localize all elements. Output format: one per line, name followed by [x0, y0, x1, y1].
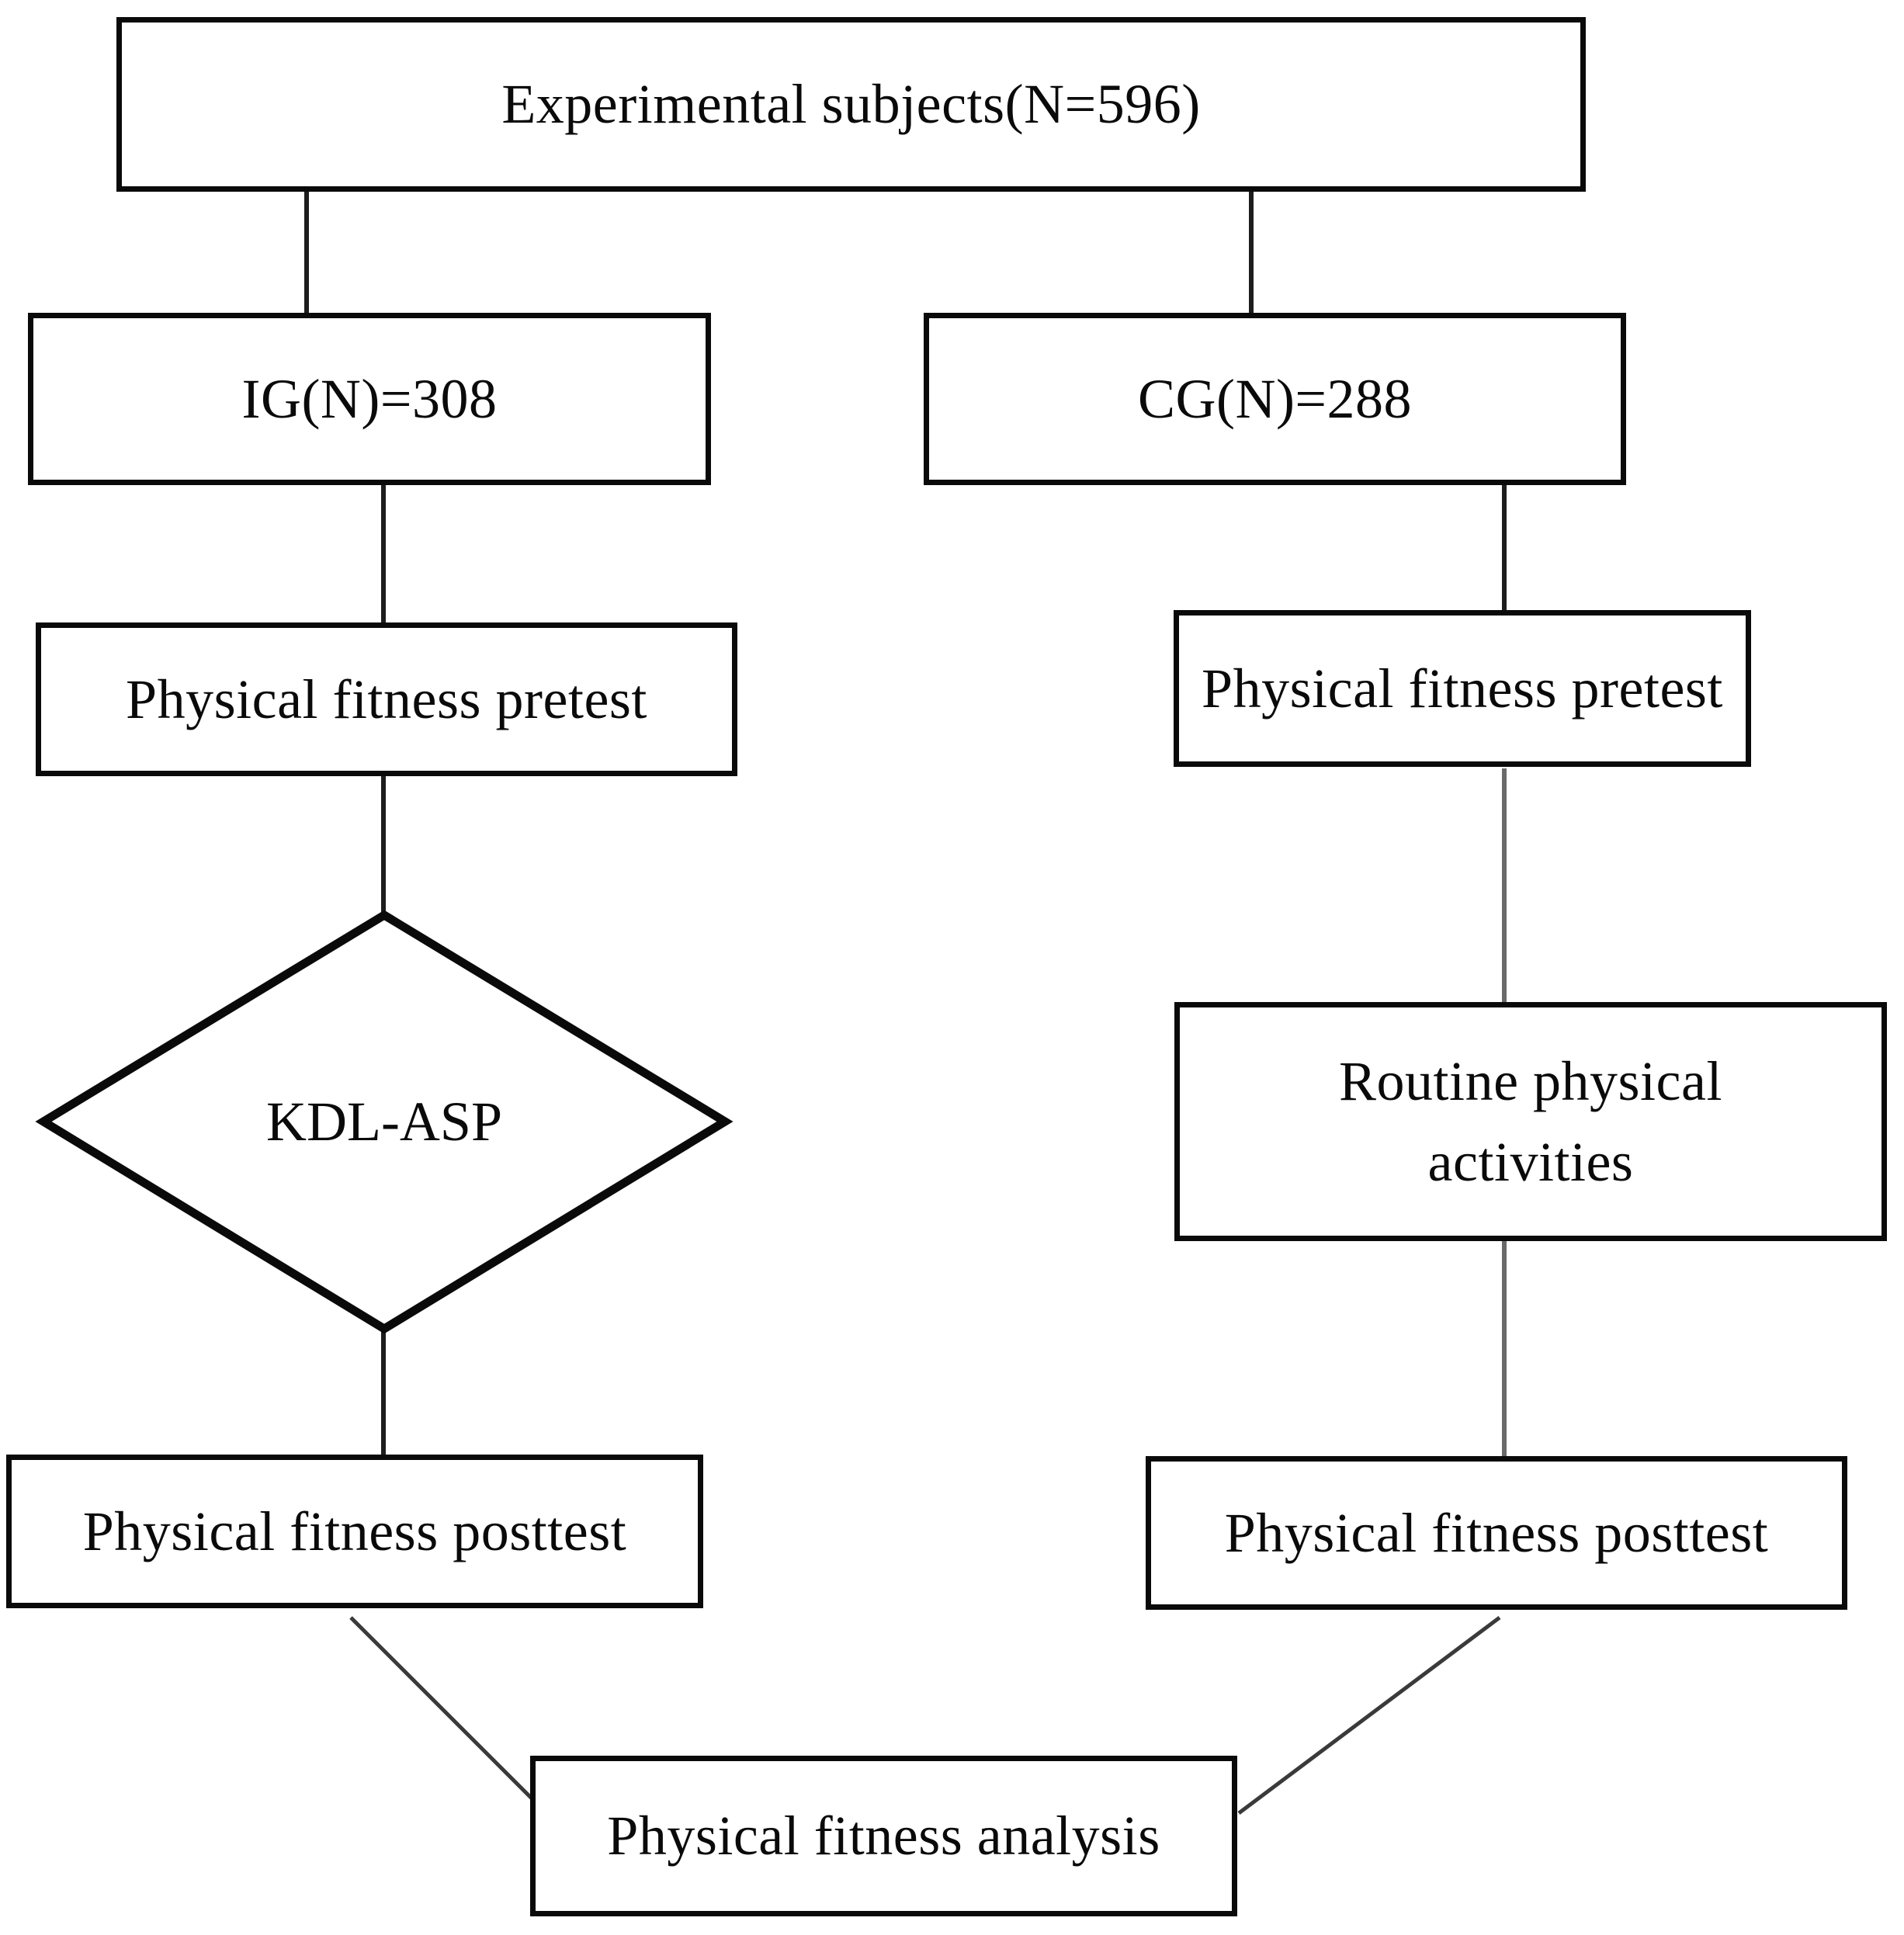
node-control-group-label: CG(N)=288: [1137, 367, 1413, 430]
diamond-shape: [35, 910, 734, 1334]
node-intervention-group[interactable]: IG(N)=308: [28, 313, 711, 485]
edge-cg-posttest-to-analysis: [1237, 1616, 1501, 1815]
node-routine-activities[interactable]: Routine physical activities: [1174, 1002, 1887, 1241]
node-intervention-group-label: IG(N)=308: [241, 367, 498, 430]
node-experimental-subjects-label: Experimental subjects(N=596): [501, 73, 1201, 136]
node-ig-posttest[interactable]: Physical fitness posttest: [6, 1455, 703, 1608]
node-routine-activities-label: Routine physical activities: [1339, 1049, 1722, 1193]
node-cg-pretest[interactable]: Physical fitness pretest: [1174, 610, 1751, 767]
node-ig-pretest-label: Physical fitness pretest: [126, 668, 647, 730]
node-kdl-asp[interactable]: KDL-ASP: [35, 910, 734, 1334]
node-cg-posttest-label: Physical fitness posttest: [1224, 1501, 1769, 1564]
node-ig-posttest-label: Physical fitness posttest: [82, 1500, 627, 1562]
node-fitness-analysis[interactable]: Physical fitness analysis: [530, 1756, 1237, 1916]
edge-ig-posttest-to-analysis: [349, 1616, 550, 1816]
node-fitness-analysis-label: Physical fitness analysis: [607, 1805, 1160, 1867]
node-experimental-subjects[interactable]: Experimental subjects(N=596): [116, 17, 1586, 192]
node-ig-pretest[interactable]: Physical fitness pretest: [36, 622, 737, 776]
node-cg-pretest-label: Physical fitness pretest: [1202, 657, 1723, 720]
node-cg-posttest[interactable]: Physical fitness posttest: [1146, 1456, 1847, 1610]
node-control-group[interactable]: CG(N)=288: [924, 313, 1626, 485]
